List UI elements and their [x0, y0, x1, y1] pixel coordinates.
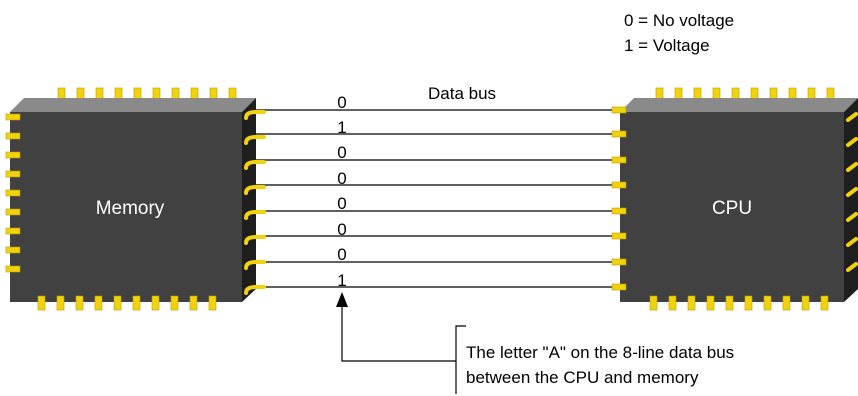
cpu-left-pins — [611, 106, 627, 291]
cpu-body — [620, 112, 844, 302]
callout-bracket — [455, 325, 466, 394]
memory-right-pins — [244, 110, 266, 295]
cpu-right-pins — [846, 112, 858, 272]
memory-body — [10, 112, 242, 302]
memory-bottom-pins — [37, 295, 217, 311]
legend-zero: 0 = No voltage — [624, 11, 734, 30]
bus-lines — [256, 109, 612, 288]
arrow-head — [336, 292, 348, 307]
callout-pointer — [336, 292, 466, 394]
callout-line-2: between the CPU and memory — [466, 368, 699, 387]
cpu-top-edge — [620, 98, 858, 112]
arrow-line — [341, 306, 456, 362]
legend-one: 1 = Voltage — [624, 36, 710, 55]
bit-label-1: 0 — [337, 93, 346, 112]
bit-label-3: 0 — [337, 143, 346, 162]
bit-label-6: 0 — [337, 220, 346, 239]
callout-line-1: The letter "A" on the 8-line data bus — [466, 343, 734, 362]
bit-label-8: 1 — [337, 271, 346, 290]
cpu-chip: CPU — [611, 87, 858, 311]
cpu-right-edge — [844, 98, 858, 302]
cpu-label: CPU — [712, 198, 752, 219]
bit-label-2: 1 — [337, 118, 346, 137]
cpu-bottom-pins — [649, 295, 829, 311]
memory-label: Memory — [96, 198, 165, 219]
cpu-top-pins — [655, 87, 835, 103]
bit-label-5: 0 — [337, 194, 346, 213]
bit-label-4: 0 — [337, 169, 346, 188]
bit-label-7: 0 — [337, 245, 346, 264]
memory-top-edge — [10, 98, 256, 112]
memory-right-edge — [242, 98, 256, 302]
bus-title: Data bus — [428, 84, 496, 103]
memory-left-pins — [5, 113, 21, 273]
bus-bits: 0 1 0 0 0 0 0 1 — [337, 93, 346, 290]
memory-chip: Memory — [5, 87, 266, 311]
